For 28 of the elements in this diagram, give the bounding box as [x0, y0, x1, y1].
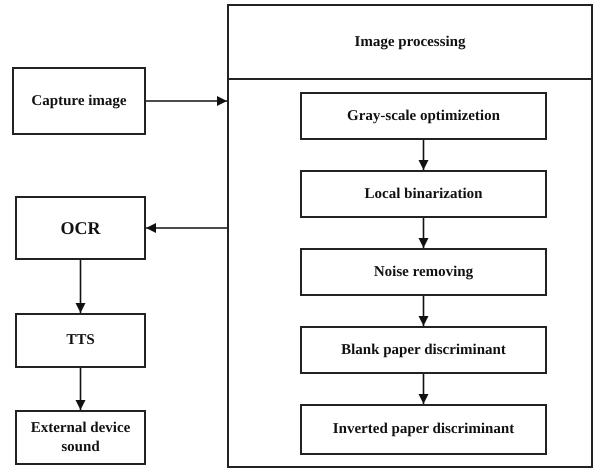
box-label: Blank paper discriminant: [341, 340, 506, 360]
process-box: [300, 92, 547, 140]
arrow: [76, 260, 86, 313]
box-label: Gray-scale optimizetion: [347, 106, 500, 126]
process-box: [12, 67, 146, 135]
group-box: [227, 4, 593, 468]
process-box: [300, 170, 547, 218]
group-heading: Image processing: [354, 32, 466, 52]
arrow: [146, 96, 227, 106]
box-label: OCR: [60, 216, 100, 240]
arrow: [418, 296, 428, 326]
arrow: [418, 140, 428, 170]
arrow: [76, 368, 86, 410]
box-label: Inverted paper discriminant: [332, 420, 514, 439]
process-box: [300, 404, 547, 455]
process-box: [15, 313, 146, 368]
process-box: [300, 248, 547, 296]
box-label: Local binarization: [364, 184, 482, 204]
box-label: TTS: [66, 331, 95, 350]
box-label: Noise removing: [374, 262, 474, 282]
process-box: [15, 410, 146, 465]
arrow: [418, 374, 428, 404]
process-box: [300, 326, 547, 374]
process-box: [15, 196, 146, 260]
arrow: [418, 218, 428, 248]
box-label: External device sound: [30, 418, 132, 456]
arrow: [146, 223, 227, 233]
box-label: Capture image: [31, 92, 127, 110]
